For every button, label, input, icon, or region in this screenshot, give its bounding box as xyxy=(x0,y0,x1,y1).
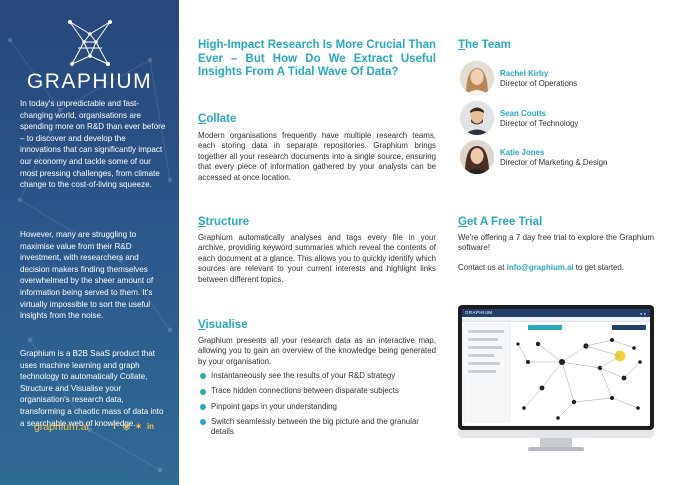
collate-heading: Collate xyxy=(198,113,237,125)
team-member: Rachel Kirby Director of Operations xyxy=(458,61,668,97)
instagram-icon[interactable]: ◎ xyxy=(123,422,130,431)
member-role: Director of Technology xyxy=(500,119,579,128)
app-logo: GRAPHIUM xyxy=(465,310,493,315)
linkedin-icon[interactable]: in xyxy=(146,422,155,431)
app-header: GRAPHIUM ● ● xyxy=(462,309,650,317)
monitor-base xyxy=(528,447,584,451)
twitter-icon[interactable]: ✶ xyxy=(135,422,142,431)
member-name: Rachel Kirby xyxy=(500,69,549,78)
collate-body: Modern organisations frequently have mul… xyxy=(198,131,436,182)
app-toolbar xyxy=(462,317,650,322)
list-item: Trace hidden connections between dispara… xyxy=(200,386,436,396)
free-trial-heading: Get A Free Trial xyxy=(458,216,543,228)
visualise-body: Graphium presents all your research data… xyxy=(198,336,436,366)
brand-name: GRAPHIUM xyxy=(26,70,153,93)
monitor-screen: GRAPHIUM ● ● xyxy=(458,305,654,430)
member-name: Sean Coutts xyxy=(500,109,547,118)
sidebar-paragraph-2: However, many are struggling to maximise… xyxy=(20,230,154,321)
free-trial-body: We're offering a 7 day free trial to exp… xyxy=(458,233,654,253)
structure-heading: Structure xyxy=(198,216,250,228)
avatar xyxy=(460,101,494,135)
headline: High-Impact Research Is More Crucial Tha… xyxy=(198,39,436,78)
knowledge-graph xyxy=(463,323,646,423)
app-user-icon: ● ● xyxy=(640,310,646,316)
graphium-logo-icon xyxy=(68,20,112,66)
team-member: Katie Jones Director of Marketing & Desi… xyxy=(458,140,668,176)
list-item: Instantaneously see the results of your … xyxy=(200,371,436,381)
app-screenshot: GRAPHIUM ● ● xyxy=(462,309,650,426)
member-role: Director of Marketing & Design xyxy=(500,158,608,167)
avatar xyxy=(460,140,494,174)
list-item: Pinpoint gaps in your understanding xyxy=(200,402,436,412)
monitor-chin xyxy=(458,430,654,438)
facebook-icon[interactable]: f xyxy=(113,422,116,431)
contact-suffix: to get started. xyxy=(573,263,625,272)
sidebar-paragraph-3: Graphium is a B2B SaaS product that uses… xyxy=(20,349,164,428)
list-item: Switch seamlessly between the big pictur… xyxy=(200,417,436,438)
team-heading: The Team xyxy=(458,39,511,51)
member-name: Katie Jones xyxy=(500,148,545,157)
avatar xyxy=(460,61,494,95)
contact-prefix: Contact us at xyxy=(458,263,507,272)
sidebar-paragraph-1: In today's unpredictable and fast-changi… xyxy=(20,99,166,190)
network-background-graphic xyxy=(7,37,173,473)
monitor-mockup: GRAPHIUM ● ● xyxy=(458,305,654,453)
visualise-heading: Visualise xyxy=(198,319,248,331)
structure-body: Graphium automatically analyses and tags… xyxy=(198,233,436,284)
sidebar: GRAPHIUM In today's unpredictable and fa… xyxy=(0,0,179,485)
website-link[interactable]: graphium.ai xyxy=(34,421,89,433)
social-links: f ◎ ✶ in xyxy=(110,422,155,431)
visualise-bullet-list: Instantaneously see the results of your … xyxy=(200,371,436,443)
contact-line: Contact us at info@graphium.ai to get st… xyxy=(458,263,668,272)
team-member: Sean Coutts Director of Technology xyxy=(458,101,668,137)
member-role: Director of Operations xyxy=(500,79,578,88)
monitor-stand xyxy=(540,438,572,448)
email-link[interactable]: info@graphium.ai xyxy=(506,263,574,272)
